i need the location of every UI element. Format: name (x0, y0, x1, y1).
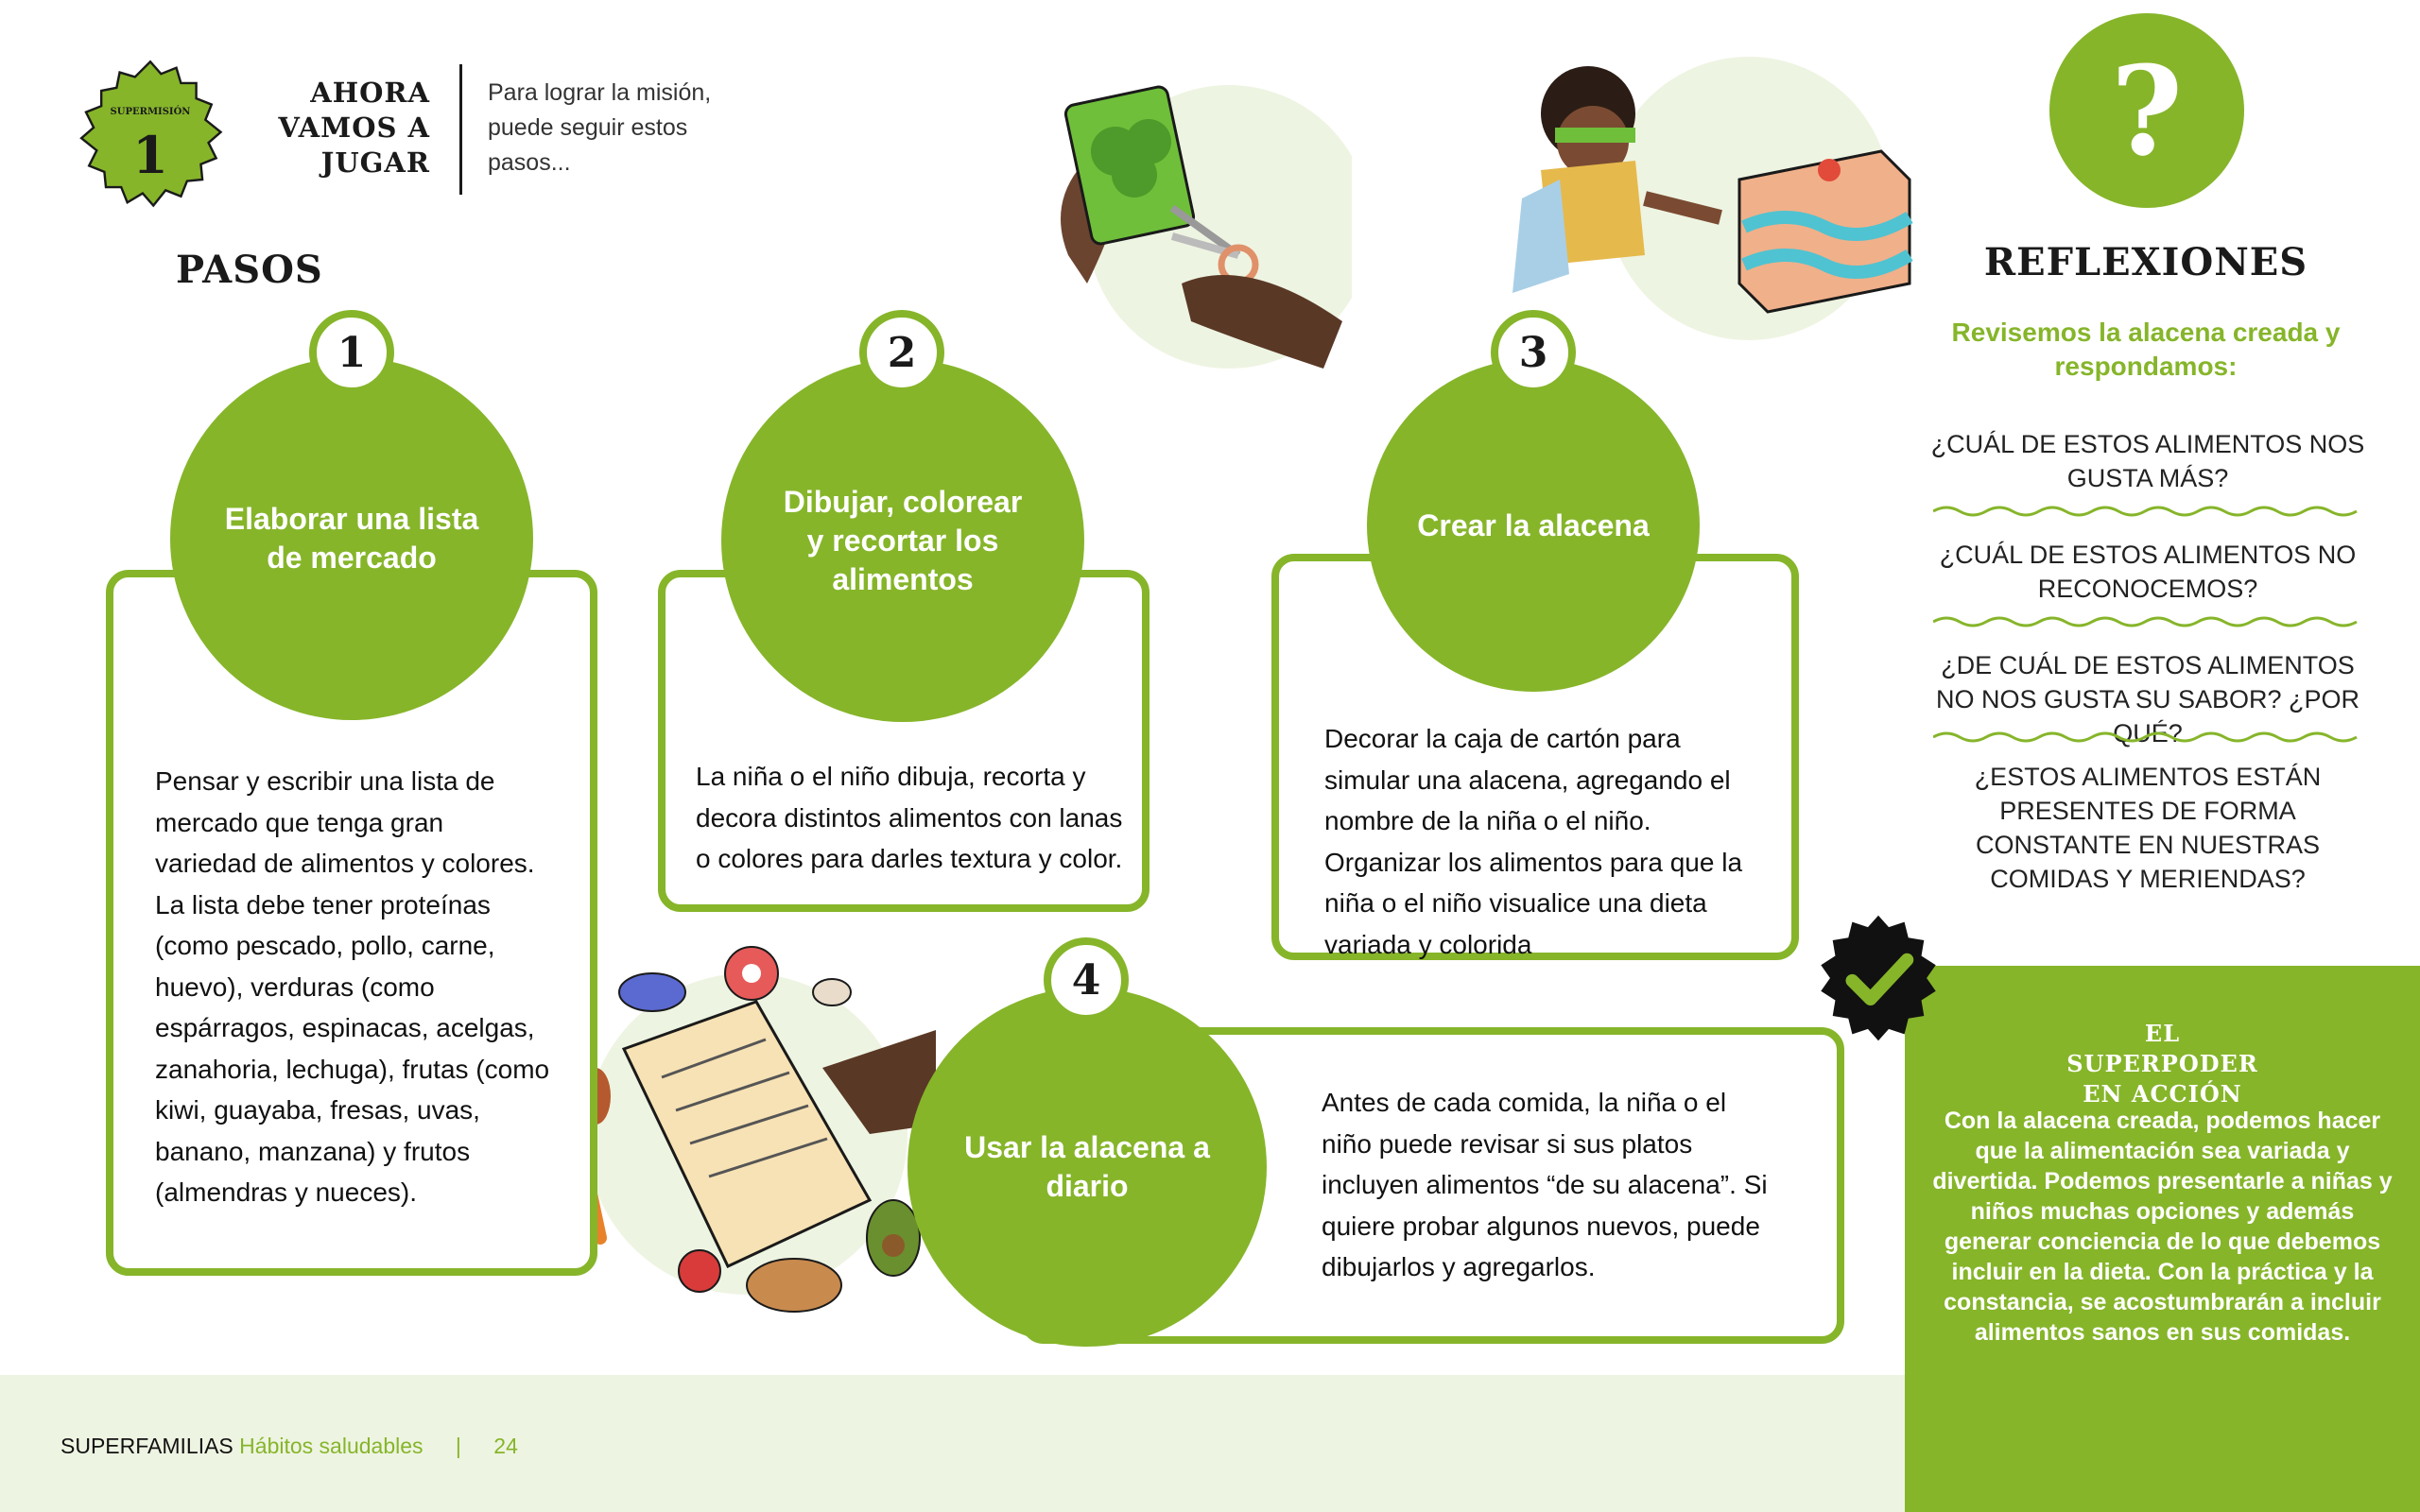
wave-divider (1933, 731, 2358, 743)
checkmark-badge-icon (1821, 915, 1936, 1041)
reflexiones-subtitle: Revisemos la alacena creada y respondamo… (1951, 318, 2341, 381)
superpoder-text: Con la alacena creada, podemos hacer que… (1932, 1108, 2393, 1346)
child-with-box-illustration (1512, 57, 1913, 340)
mission-badge-icon (79, 60, 223, 208)
superpoder-panel (1905, 966, 2420, 1512)
step-circle-4: Usar la alacena a diario (908, 988, 1267, 1347)
wave-divider (1933, 616, 2358, 627)
step-text-1: Pensar y escribir una lista de mercado q… (155, 766, 550, 1207)
page-title: AHORA VAMOS A JUGAR (278, 77, 430, 179)
step-circle-1: Elaborar una lista de mercado (170, 357, 533, 720)
reflexion-question-1: ¿CUÁL DE ESTOS ALIMENTOS NOS GUSTA MÁS? (1930, 430, 2365, 492)
header-divider (459, 64, 462, 195)
page-subtitle: Para lograr la misión, puede seguir esto… (488, 79, 712, 176)
footer-section: Hábitos saludables (239, 1434, 424, 1458)
reflexion-question-4: ¿ESTOS ALIMENTOS ESTÁN PRESENTES DE FORM… (1974, 763, 2322, 893)
step-title-3: Crear la alacena (1417, 507, 1650, 542)
reflexion-question-2: ¿CUÁL DE ESTOS ALIMENTOS NO RECONOCEMOS? (1939, 541, 2357, 603)
step-text-2: La niña o el niño dibuja, recorta y deco… (696, 762, 1123, 873)
step-title-1: Elaborar una lista de mercado (224, 502, 479, 575)
badge-label: SUPERMISIÓN (110, 107, 191, 117)
step-circle-2: Dibujar, colorear y recortar los aliment… (721, 359, 1084, 722)
step-text-3: Decorar la caja de cartón para simular u… (1324, 724, 1743, 959)
step-title-4: Usar la alacena a diario (964, 1130, 1210, 1203)
reflexiones-title: REFLEXIONES (1983, 240, 2308, 284)
shopping-list-illustration (579, 946, 936, 1313)
wave-divider (1933, 506, 2358, 517)
footer-bar (0, 1375, 1905, 1512)
reflexion-question-3: ¿DE CUÁL DE ESTOS ALIMENTOS NO NOS GUSTA… (1935, 651, 2360, 747)
footer-separator: | (455, 1434, 461, 1458)
cutting-broccoli-illustration (1061, 85, 1352, 369)
badge-number: 1 (132, 125, 168, 185)
step-number-1: 1 (309, 310, 394, 395)
step-title-2: Dibujar, colorear y recortar los aliment… (783, 484, 1023, 596)
question-mark-icon: ? (2049, 13, 2244, 208)
page-number: 24 (493, 1434, 518, 1458)
step-number-4: 4 (1044, 937, 1129, 1022)
step-text-4: Antes de cada comida, la niña o el niño … (1322, 1088, 1768, 1281)
superpoder-title: EL SUPERPODER EN ACCIÓN (2066, 1020, 2258, 1108)
step-number-3: 3 (1491, 310, 1576, 395)
step-circle-3: Crear la alacena (1367, 359, 1700, 692)
footer-brand: SUPERFAMILIAS (60, 1434, 233, 1458)
section-title-pasos: PASOS (176, 248, 323, 292)
step-number-2: 2 (859, 310, 944, 395)
footer: SUPERFAMILIAS Hábitos saludables | 24 (60, 1434, 518, 1459)
